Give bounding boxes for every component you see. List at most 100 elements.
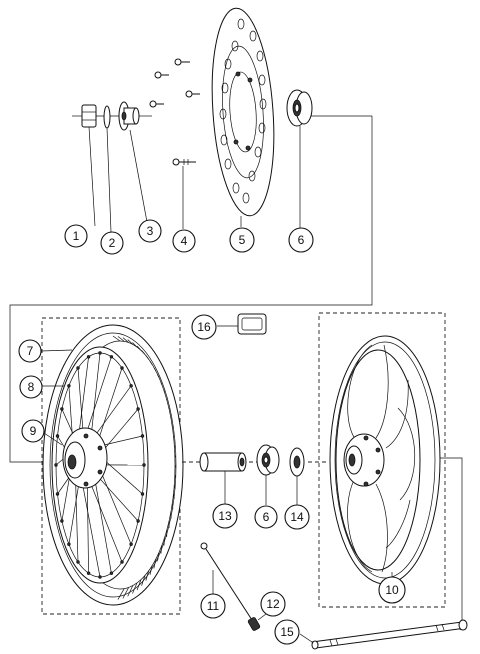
spoke-nipple (55, 492, 60, 496)
wheel-spoke (80, 476, 101, 578)
cast-wheel-frame (318, 312, 446, 608)
spoke-nipple-part (247, 613, 267, 631)
spoke-nipple (67, 542, 71, 546)
callout-1-label: 1 (73, 229, 80, 243)
wheel-spoke (99, 408, 139, 455)
callout-6-top: 6 (288, 227, 314, 253)
tire-tread-mark (122, 587, 129, 599)
axle-nut-part (81, 104, 97, 227)
tire-tread-mark (153, 559, 157, 569)
tire-tread-mark (145, 570, 150, 581)
wheel-spoke (88, 477, 123, 563)
callout-13: 13 (212, 503, 238, 529)
callout-8: 8 (19, 375, 43, 399)
spoke-nipple (76, 560, 80, 564)
spoke-nipple (136, 519, 140, 523)
tire-tread-mark (172, 426, 174, 428)
spoke-nipple (86, 571, 91, 575)
callout-10: 10 (378, 576, 406, 604)
callout-1: 1 (64, 224, 88, 248)
wheel-spoke (77, 367, 84, 439)
spoke-nipple (60, 407, 64, 411)
tire-tread-mark (163, 390, 165, 393)
spoked-wheel-part (42, 324, 184, 606)
spoke-nipple (54, 463, 58, 467)
tire-tread-mark (157, 552, 160, 562)
spoke-nipple (67, 384, 71, 388)
callout-6-bottom: 6 (254, 505, 278, 529)
callout-12-label: 12 (266, 597, 280, 611)
wheel-spoke (77, 356, 89, 442)
valve-cap-part (217, 313, 267, 335)
callout-16-label: 16 (197, 320, 211, 334)
spoke-nipple (140, 434, 145, 438)
callout-9: 9 (21, 419, 45, 443)
tire-tread-mark (145, 355, 149, 360)
spoke-nipple (129, 542, 133, 546)
cast-wheel-part (329, 335, 441, 585)
callout-14-label: 14 (290, 510, 304, 524)
tire-tread-mark (163, 537, 165, 546)
brake-disc-part (211, 7, 275, 227)
wheel-spoke (94, 473, 139, 522)
tire-tread-mark (174, 464, 177, 469)
tire-tread-mark (173, 435, 175, 438)
disc-bolts-part (149, 58, 200, 229)
wheel-spoke (91, 385, 132, 441)
callout-3-label: 3 (147, 224, 154, 238)
callout-8-label: 8 (28, 380, 35, 394)
spoke-nipple (136, 407, 140, 411)
tire-tread-mark (149, 361, 153, 365)
callout-14: 14 (284, 504, 310, 530)
tire-tread-mark (132, 582, 138, 594)
spoke-nipple (98, 351, 102, 355)
tire-tread-mark (132, 342, 138, 348)
spoke-nipple (98, 575, 102, 579)
bearing-part-top (286, 89, 313, 228)
spoke-nipple (55, 434, 60, 438)
callout-6-bottom-label: 6 (263, 510, 270, 524)
spoke-nipple (109, 571, 114, 575)
tire-tread-mark (174, 455, 177, 458)
callout-4: 4 (172, 229, 196, 253)
callout-2: 2 (100, 231, 124, 255)
callout-15: 15 (274, 619, 300, 645)
wheel-spoke (86, 477, 89, 574)
tire-tread-mark (153, 367, 157, 371)
spoke-nipple (120, 560, 124, 564)
callout-11: 11 (200, 593, 226, 619)
tire-tread-mark (127, 339, 134, 345)
wheel-spoke (98, 466, 132, 545)
spoke-nipple (142, 463, 146, 467)
callout-13-label: 13 (218, 509, 232, 523)
callout-12: 12 (260, 591, 286, 617)
tire-tread-mark (117, 588, 125, 600)
callout-16: 16 (191, 314, 217, 340)
callout-4-label: 4 (181, 234, 188, 248)
callout-10-label: 10 (385, 583, 399, 597)
callout-7-label: 7 (27, 344, 34, 358)
callout-15-label: 15 (280, 625, 294, 639)
tire-tread-mark (157, 374, 160, 378)
tire-tread-mark (174, 474, 177, 479)
axle-leader-line (440, 457, 463, 631)
wheel-spoke (74, 470, 79, 563)
spoke-nipple (86, 355, 91, 359)
tire-tread-mark (171, 503, 174, 509)
tire-tread-mark (149, 565, 153, 575)
tire-tread-mark (173, 484, 176, 489)
dust-seal-part (289, 447, 305, 505)
spoke-nipple (60, 519, 64, 523)
wheel-spoke (96, 367, 123, 446)
tire-tread-mark (127, 585, 134, 597)
tire-tread-mark (160, 382, 163, 385)
spoke-nipple (120, 366, 124, 370)
wheel-spoke (84, 356, 112, 439)
spoke-nipple (76, 366, 80, 370)
callout-5-label: 5 (239, 233, 246, 247)
tire-tread-mark (117, 336, 125, 342)
tire-tread-mark (136, 579, 142, 591)
spoke-nipple (140, 492, 145, 496)
tire-tread-mark (173, 445, 176, 448)
